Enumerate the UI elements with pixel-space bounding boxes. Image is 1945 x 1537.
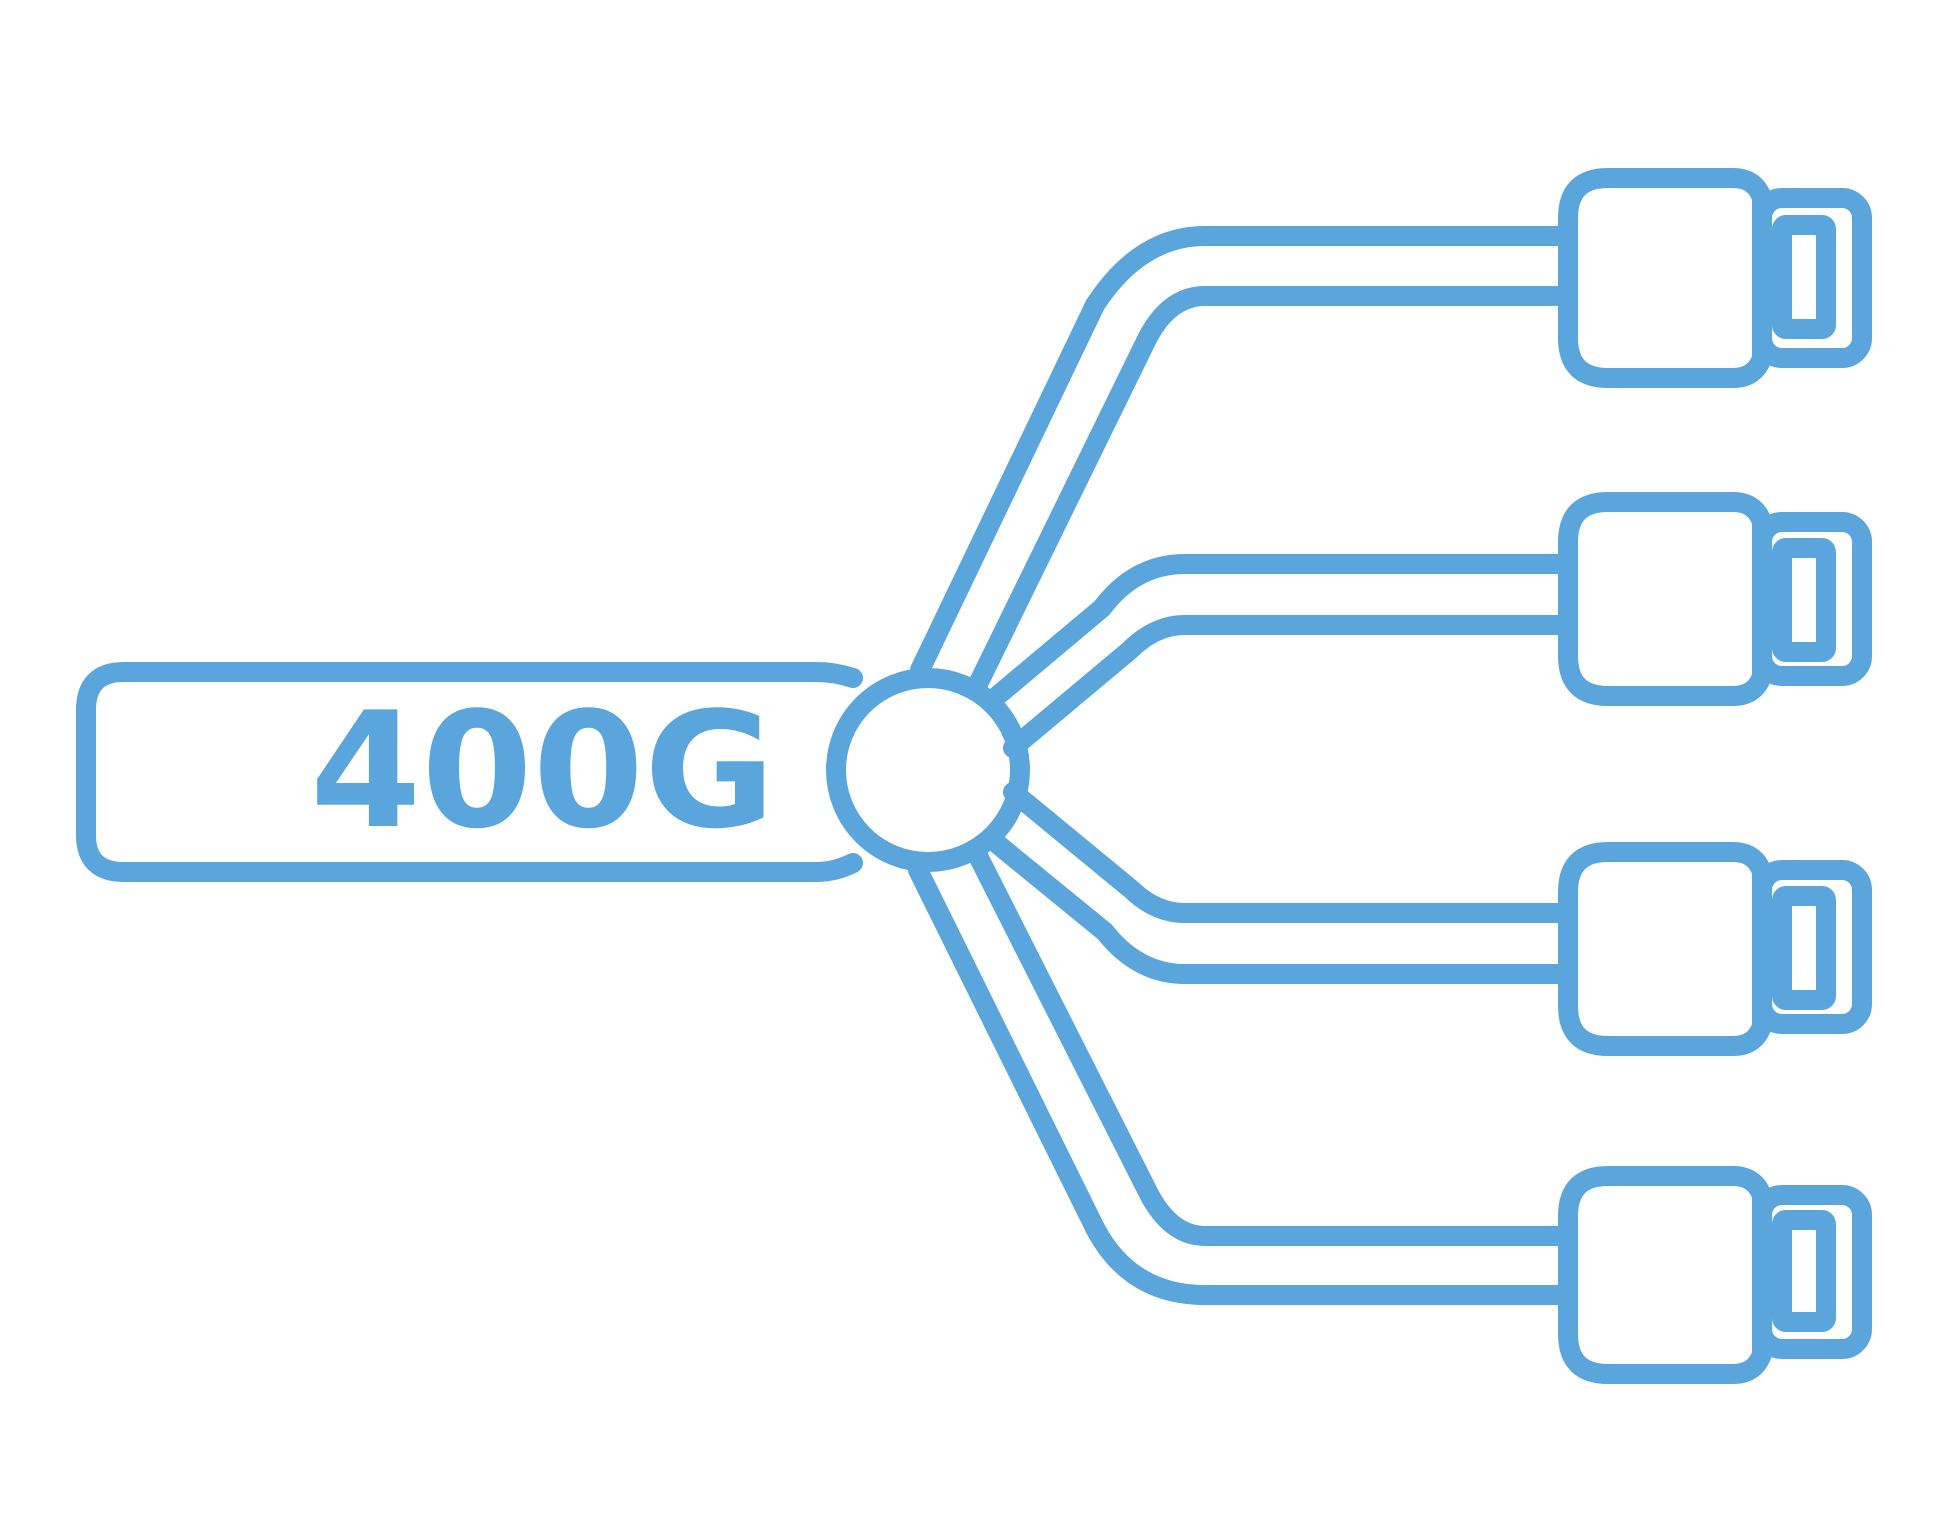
breakout-cable-4-upper: [968, 846, 1568, 1246]
breakout-cable-4-lower: [908, 860, 1568, 1305]
usb-connector-icon: [1558, 492, 1872, 706]
breakout-cable-4: [908, 846, 1872, 1384]
usb-connector-icon: [1558, 168, 1872, 388]
breakout-cable-1-upper: [910, 226, 1568, 680]
breakout-cable-1: [910, 168, 1872, 694]
breakout-cable-3: [980, 782, 1872, 1056]
speed-label: 400G: [310, 677, 775, 864]
breakout-cable-2-upper: [980, 554, 1568, 712]
breakout-cable-3-upper: [1003, 782, 1568, 923]
usb-connector-icon: [1558, 1166, 1872, 1384]
breakout-cable-2-lower: [1003, 615, 1568, 758]
trunk-cable: 400G: [76, 662, 863, 882]
trunk-cable-jacket: [76, 662, 863, 882]
splitter-hub-icon: [826, 668, 1030, 872]
breakout-cable-1-lower: [968, 286, 1568, 694]
breakout-cable-3-lower: [980, 828, 1568, 984]
usb-connector-icon: [1558, 842, 1872, 1056]
breakout-cable-2: [980, 492, 1872, 758]
